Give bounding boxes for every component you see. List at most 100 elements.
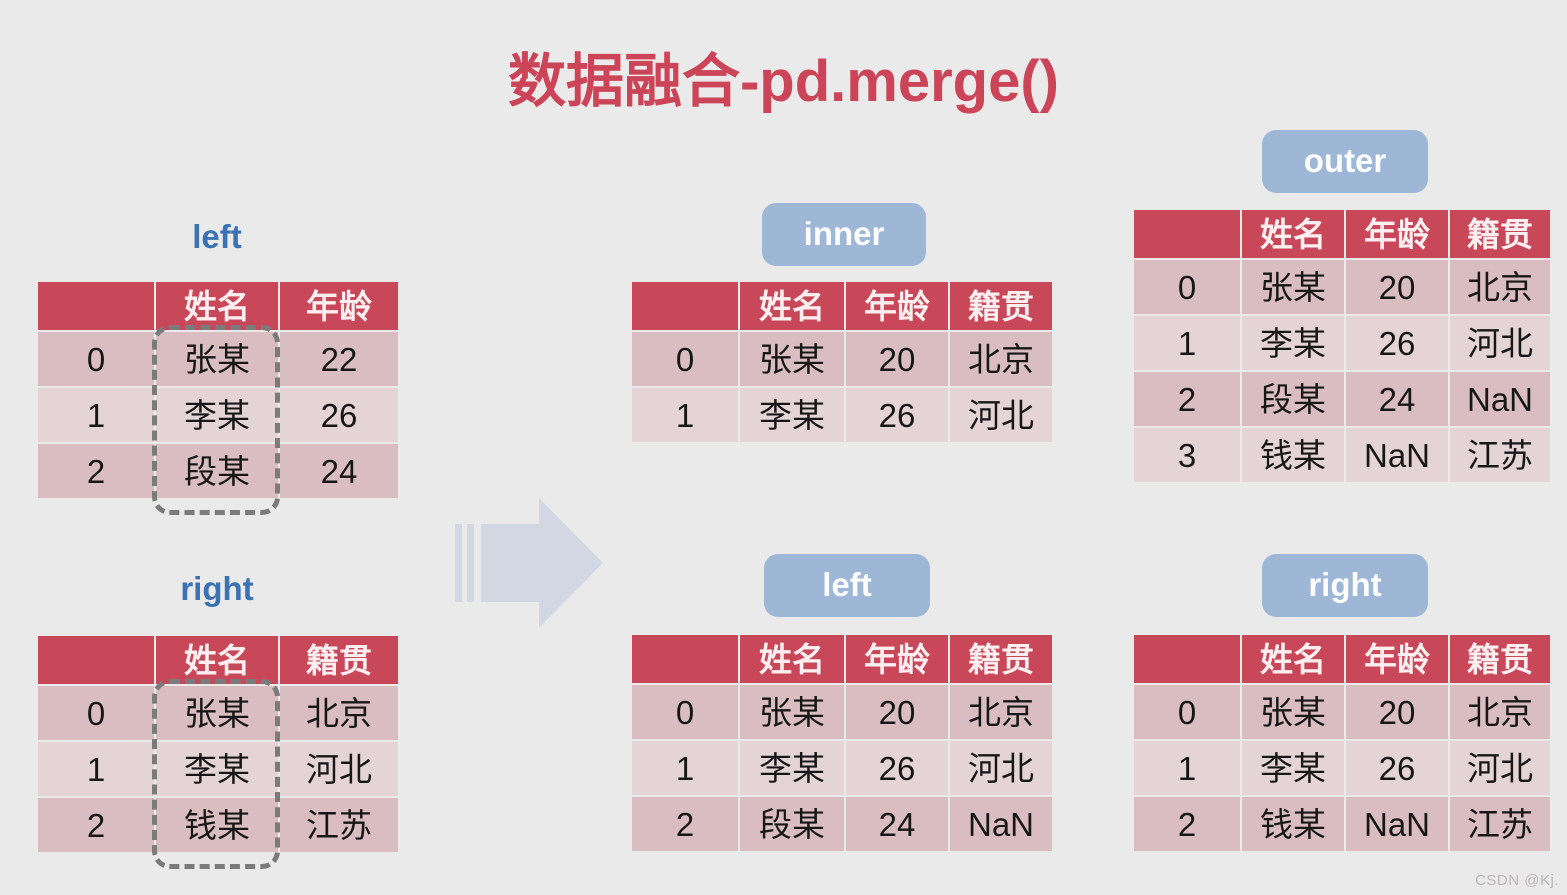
column-header-3: 籍贯	[950, 282, 1052, 330]
table-cell: 20	[1346, 260, 1448, 314]
column-header-1: 姓名	[1242, 210, 1344, 258]
row-index-cell: 1	[1134, 741, 1240, 795]
table-cell: 张某	[740, 332, 844, 386]
table-cell: 李某	[156, 388, 278, 442]
column-header-3: 籍贯	[1450, 635, 1550, 683]
row-index-cell: 1	[1134, 316, 1240, 370]
row-index-cell: 2	[1134, 372, 1240, 426]
column-header-1: 姓名	[740, 635, 844, 683]
column-header-1: 姓名	[1242, 635, 1344, 683]
table-cell: NaN	[1346, 428, 1448, 482]
label-right-source: right	[180, 570, 254, 607]
table-cell: 张某	[740, 685, 844, 739]
badge-inner: inner	[762, 203, 926, 266]
table-cell: 26	[280, 388, 398, 442]
badge-right-join: right	[1262, 554, 1428, 617]
row-index-cell: 1	[632, 741, 738, 795]
column-header-2: 年龄	[280, 282, 398, 330]
row-index-cell: 0	[38, 686, 154, 740]
badge-left-join: left	[764, 554, 930, 617]
table-header-row: 姓名年龄	[38, 282, 398, 330]
column-header-2: 籍贯	[280, 636, 398, 684]
row-index-cell: 1	[632, 388, 738, 442]
row-index-cell: 2	[632, 797, 738, 851]
row-index-cell: 2	[38, 444, 154, 498]
table-cell: 北京	[950, 685, 1052, 739]
table-cell: 江苏	[1450, 797, 1550, 851]
table-cell: 江苏	[280, 798, 398, 852]
right-arrow-icon	[455, 498, 615, 628]
column-header-index	[632, 635, 738, 683]
table-cell: 江苏	[1450, 428, 1550, 482]
table-header-row: 姓名年龄籍贯	[1134, 635, 1550, 683]
table-cell: 26	[1346, 741, 1448, 795]
row-index-cell: 1	[38, 388, 154, 442]
column-header-2: 年龄	[846, 282, 948, 330]
table-cell: 26	[846, 388, 948, 442]
table-cell: 北京	[1450, 685, 1550, 739]
column-header-index	[38, 282, 154, 330]
column-header-index	[1134, 635, 1240, 683]
row-index-cell: 2	[1134, 797, 1240, 851]
column-header-3: 籍贯	[1450, 210, 1550, 258]
table-cell: 李某	[1242, 316, 1344, 370]
table-cell: 张某	[1242, 260, 1344, 314]
table-cell: 段某	[156, 444, 278, 498]
table-cell: 张某	[156, 332, 278, 386]
table-cell: 钱某	[156, 798, 278, 852]
table-cell: 李某	[740, 388, 844, 442]
table-header-row: 姓名年龄籍贯	[632, 282, 1052, 330]
table-cell: 河北	[280, 742, 398, 796]
row-index-cell: 2	[38, 798, 154, 852]
table-cell: 20	[846, 332, 948, 386]
table-cell: 24	[280, 444, 398, 498]
table-cell: 河北	[1450, 316, 1550, 370]
table-cell: 20	[846, 685, 948, 739]
table-header-row: 姓名年龄籍贯	[1134, 210, 1550, 258]
table-cell: 26	[1346, 316, 1448, 370]
column-header-1: 姓名	[740, 282, 844, 330]
table-cell: 张某	[156, 686, 278, 740]
table-cell: NaN	[1346, 797, 1448, 851]
table-cell: 24	[1346, 372, 1448, 426]
table-cell: 河北	[1450, 741, 1550, 795]
badge-outer: outer	[1262, 130, 1428, 193]
column-header-index	[1134, 210, 1240, 258]
column-header-index	[632, 282, 738, 330]
table-cell: 北京	[1450, 260, 1550, 314]
table-cell: 河北	[950, 388, 1052, 442]
column-header-1: 姓名	[156, 636, 278, 684]
column-header-2: 年龄	[846, 635, 948, 683]
table-cell: 李某	[156, 742, 278, 796]
column-header-1: 姓名	[156, 282, 278, 330]
table-cell: 24	[846, 797, 948, 851]
table-cell: 20	[1346, 685, 1448, 739]
column-header-2: 年龄	[1346, 210, 1448, 258]
watermark: CSDN @Kj.	[1475, 872, 1559, 889]
column-header-index	[38, 636, 154, 684]
table-cell: 河北	[950, 741, 1052, 795]
table-header-row: 姓名籍贯	[38, 636, 398, 684]
row-index-cell: 0	[632, 685, 738, 739]
row-index-cell: 1	[38, 742, 154, 796]
